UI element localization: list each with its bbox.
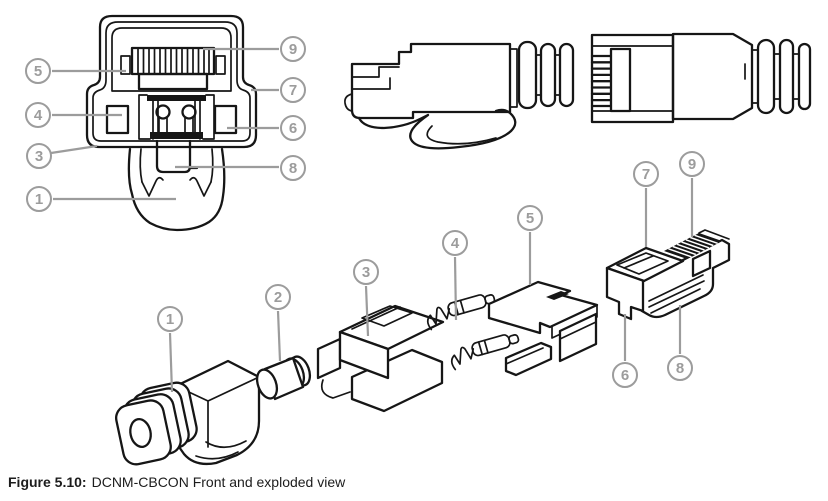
front-cradle-bottom-bar [150, 132, 203, 139]
callout-exploded-3: 3 [353, 259, 379, 285]
top-plug-front [590, 33, 675, 124]
callout-front-8: 8 [280, 155, 306, 181]
callout-exploded-2: 2 [265, 284, 291, 310]
front-pin-bar [137, 72, 209, 91]
side-view-drawing [344, 40, 575, 150]
callout-exploded-8: 8 [667, 355, 693, 381]
exploded-housing [605, 229, 731, 321]
figure-caption-label: Figure 5.10: [8, 474, 87, 490]
callout-exploded-4: 4 [442, 230, 468, 256]
callout-exploded-6: 6 [612, 362, 638, 388]
side-plug-notch [351, 66, 400, 90]
exploded-contact-1 [426, 294, 496, 331]
housing-window [691, 249, 712, 278]
callout-exploded-9: 9 [679, 151, 705, 177]
exploded-view-drawing [115, 229, 731, 466]
front-boot [127, 147, 226, 232]
top-boot-rib-2 [778, 38, 795, 115]
callout-exploded-7: 7 [633, 161, 659, 187]
front-contact-right [181, 104, 197, 120]
side-boot-rib-3 [558, 42, 575, 108]
front-pin-housing [111, 27, 232, 92]
callout-front-1: 1 [26, 186, 52, 212]
side-boot-rib-1 [517, 40, 538, 110]
top-boot-rib-1 [756, 38, 776, 115]
side-plug-body [350, 42, 512, 120]
top-view-drawing [590, 32, 812, 124]
front-contact-left [155, 104, 171, 120]
side-boot-rib-2 [539, 42, 557, 108]
figure-caption-title: DCNM-CBCON Front and exploded view [91, 474, 346, 490]
exploded-contact-2 [450, 334, 520, 371]
top-latch [609, 47, 632, 113]
top-body [671, 32, 754, 121]
boot-front-face [115, 399, 172, 466]
figure-caption: Figure 5.10:DCNM-CBCON Front and explode… [8, 474, 345, 490]
boot-cable-hole [129, 417, 152, 448]
exploded-cable-holder [316, 304, 445, 413]
front-inner-shell [92, 21, 251, 142]
top-pin-comb [590, 54, 613, 108]
front-left-latch-window [105, 104, 130, 135]
callout-front-6: 6 [280, 115, 306, 141]
callout-front-5: 5 [25, 58, 51, 84]
callout-exploded-5: 5 [517, 205, 543, 231]
exploded-sleeve [255, 355, 312, 401]
exploded-cover [487, 280, 599, 377]
callout-front-7: 7 [280, 77, 306, 103]
callout-front-9: 9 [280, 36, 306, 62]
callout-front-4: 4 [25, 102, 51, 128]
top-boot-rib-3 [797, 42, 812, 111]
front-right-latch-window [213, 104, 238, 135]
callout-front-3: 3 [26, 143, 52, 169]
front-cradle-top-bar [147, 95, 206, 101]
side-latch [357, 108, 517, 150]
housing-front-face [605, 266, 646, 321]
front-outer-shell [85, 14, 258, 149]
callout-exploded-1: 1 [157, 306, 183, 332]
exploded-boot [115, 359, 261, 466]
front-view-drawing [85, 14, 258, 232]
callout-leader-lines [50, 47, 694, 393]
